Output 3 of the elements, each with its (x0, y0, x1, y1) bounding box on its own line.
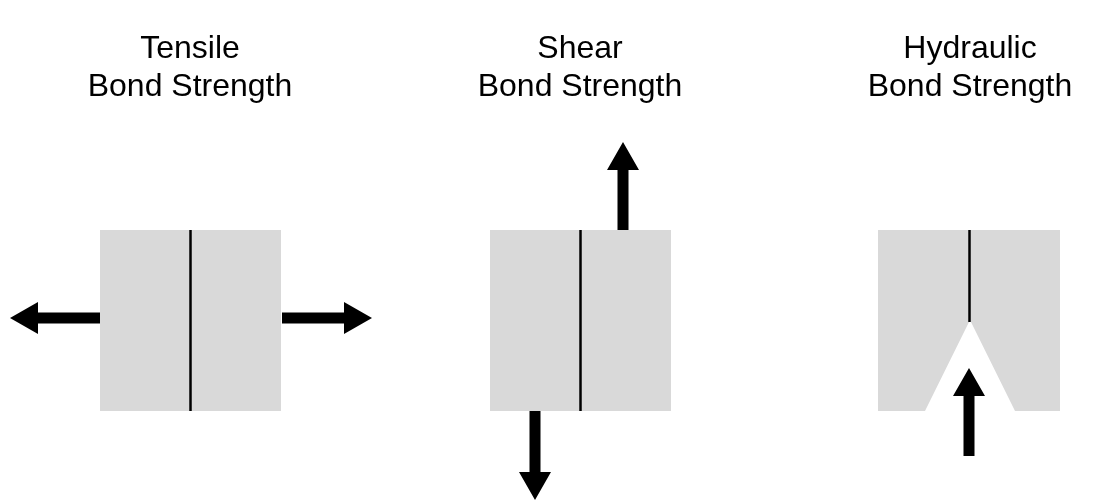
heading: Hydraulic Bond Strength (866, 28, 1074, 104)
heading: Shear Bond Strength (476, 28, 684, 104)
heading: Tensile Bond Strength (86, 28, 294, 104)
